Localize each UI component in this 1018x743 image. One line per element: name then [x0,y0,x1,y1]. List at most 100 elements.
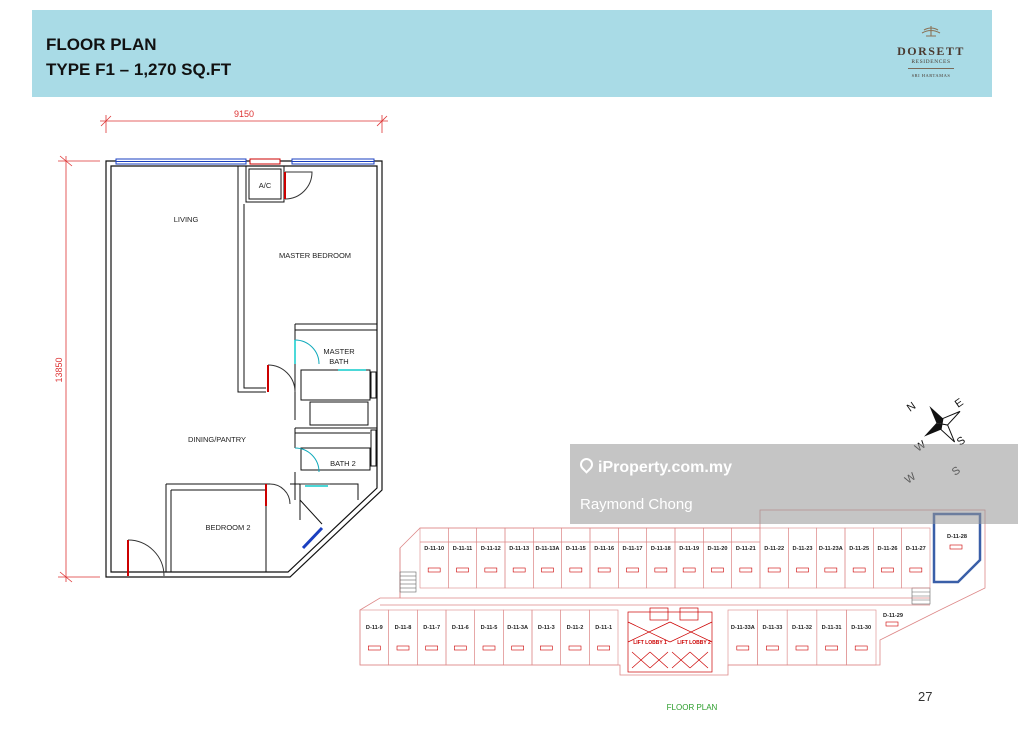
key-plan-unit-label: D-11-11 [453,546,473,552]
key-plan-unit-label: D-11-21 [736,546,756,552]
key-plan-unit-box [727,609,758,666]
key-plan-unit-label: D-11-32 [792,625,812,631]
key-plan-unit-box [646,527,676,589]
room-label-master-bath-2: BATH [329,357,348,366]
key-plan-unit-tag [597,567,611,573]
compass-e: E [953,396,966,410]
doors [127,171,366,577]
room-label-dining: DINING/PANTRY [188,435,246,444]
logo-divider [908,68,954,69]
key-plan-unit-label: D-11-22 [764,546,784,552]
lift-lobby-2-label: LIFT LOBBY 2 [677,640,711,646]
key-plan-unit-box [419,527,449,589]
room-label-living: LIVING [174,215,199,224]
key-plan-unit-box [759,527,789,589]
key-plan-unit-box [448,527,477,589]
key-plan-unit-tag [454,645,467,651]
key-plan-unit-label: D-11-30 [851,625,871,631]
key-plan-unit-box [731,527,761,589]
key-plan-unit-box [901,527,931,589]
key-plan-unit-tag [368,645,381,651]
key-plan-unit-label: D-11-26 [878,546,898,552]
key-plan-unit-tag [425,645,438,651]
key-plan-unit-label: D-11-1 [595,625,612,631]
key-plan-unit-box [618,527,647,589]
logo-emblem-icon [921,26,941,37]
key-plan-unit-tag [854,645,868,651]
key-plan-unit-label: D-11-27 [906,546,926,552]
corner-unit-tag [885,621,899,627]
key-plan-unit-tag [484,567,498,573]
interior-walls [165,165,378,572]
logo-brand: DORSETT [897,44,965,58]
room-label-bath2: BATH 2 [330,459,356,468]
key-plan-unit-tag [796,567,809,573]
key-plan-unit-label: D-11-33 [762,625,782,631]
key-plan-unit-box [589,609,619,666]
room-label-master-bath-1: MASTER [323,347,355,356]
width-dimension-label: 9150 [234,109,254,119]
location-pin-icon [577,455,596,474]
title-line-1: FLOOR PLAN [46,35,157,54]
compass-n: N [905,400,918,414]
key-plan-unit-box [560,609,590,666]
key-plan-unit-label: D-11-25 [849,546,869,552]
key-plan-unit-label: D-11-33A [731,625,755,631]
key-plan-unit-tag [654,567,668,573]
key-plan-unit-tag [541,567,554,573]
corner-unit-label: D-11-29 [883,613,903,619]
key-plan-unit-tag [597,645,610,651]
key-plan-unit-tag [766,645,779,651]
key-plan-unit-label: D-11-3 [538,625,555,631]
key-plan-unit-box [474,609,504,666]
key-plan-unit-label: D-11-6 [452,625,469,631]
key-plan-unit-tag [569,567,583,573]
key-plan-unit-tag [824,567,838,573]
key-plan-unit-box [476,527,506,589]
key-plan-unit-box [589,527,619,589]
key-plan-unit-label: D-11-20 [708,546,728,552]
key-plan-unit-tag [456,567,469,573]
key-plan-unit-label: D-11-9 [366,625,383,631]
key-plan-unit-box [816,527,846,589]
header-banner: FLOOR PLAN TYPE F1 – 1,270 SQ.FT DORSETT… [32,10,992,97]
key-plan-unit-tag [711,567,724,573]
key-plan-outline [359,509,986,676]
key-plan-unit-tag [568,645,582,651]
highlighted-unit-label: D-11-28 [947,534,967,540]
room-label-ac: A/C [259,181,272,190]
key-plan-unit-tag [511,645,524,651]
room-label-bedroom2: BEDROOM 2 [205,523,250,532]
highlighted-unit-tag [949,544,963,550]
logo-location: SRI HARTAMAS [911,73,951,78]
page-number: 27 [918,689,933,704]
key-plan-unit-label: D-11-13 [509,546,529,552]
room-label-master-bedroom: MASTER BEDROOM [279,251,351,260]
key-plan-unit-tag [795,645,809,651]
key-plan-unit-label: D-11-2 [567,625,584,631]
width-dimension: 9150 [100,109,388,133]
key-plan-unit-box [786,609,818,666]
key-plan-unit-label: D-11-31 [822,625,842,631]
key-plan-unit-box [533,527,562,589]
watermark-site: iProperty.com.my [577,455,732,477]
key-plan-unit-label: D-11-13A [536,546,560,552]
title-line-2: TYPE F1 – 1,270 SQ.FT [46,60,232,79]
key-plan-unit-tag [396,645,410,651]
key-plan-unit-tag [767,567,781,573]
key-plan-unit-box [417,609,447,666]
key-plan-unit-box [873,527,902,589]
key-plan-stairs [399,571,931,605]
key-plan-unit-box [844,527,874,589]
lift-lobby-block [627,607,713,673]
key-plan-unit-tag [682,567,696,573]
watermark-overlay: iProperty.com.my Raymond Chong [570,444,1018,524]
key-plan-unit-box [504,527,534,589]
key-plan-unit-label: D-11-5 [481,625,498,631]
key-plan-caption: FLOOR PLAN [667,703,718,712]
key-plan-unit-label: D-11-23A [819,546,843,552]
key-plan-unit-tag [540,645,553,651]
logo-sub: RESIDENCES [911,59,951,65]
